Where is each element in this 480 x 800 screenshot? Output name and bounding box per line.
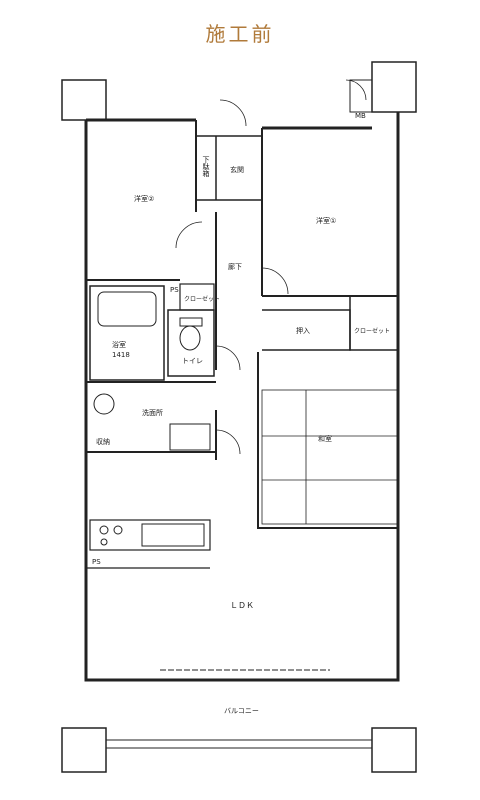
pillar-top-left: [61, 79, 107, 121]
room-label-bath-size: 1418: [112, 351, 130, 359]
pillar-top-right: [371, 61, 417, 113]
room-label-closet-b: クローゼット: [354, 328, 391, 335]
plan-title: 施工前: [205, 22, 275, 46]
room-label-storage: 収納: [96, 438, 110, 446]
pillar-bottom-left: [61, 727, 107, 773]
room-label-japanese: 和室: [318, 435, 332, 443]
room-label-ps2: PS: [92, 558, 101, 566]
pillar-bottom-right: [371, 727, 417, 773]
room-label-balcony: バルコニー: [224, 707, 259, 715]
room-label-shoe-box: 下駄箱: [202, 156, 210, 177]
room-label-genkan: 玄関: [230, 166, 244, 174]
room-label-bath: 浴室: [112, 341, 126, 349]
room-label-ps1: PS: [170, 286, 179, 294]
room-label-closet-a: クローゼット: [184, 296, 221, 303]
room-label-western1: 洋室①: [316, 217, 337, 225]
room-label-ldk: ＬＤＫ: [230, 601, 254, 610]
room-label-western2: 洋室②: [134, 195, 155, 203]
room-label-hallway: 廊下: [228, 263, 242, 271]
room-label-toilet: トイレ: [182, 357, 203, 365]
room-label-oshiire: 押入: [296, 327, 310, 335]
exterior-wall: [84, 112, 400, 682]
room-label-washroom: 洗面所: [142, 409, 163, 417]
room-label-mb: MB: [355, 112, 366, 120]
